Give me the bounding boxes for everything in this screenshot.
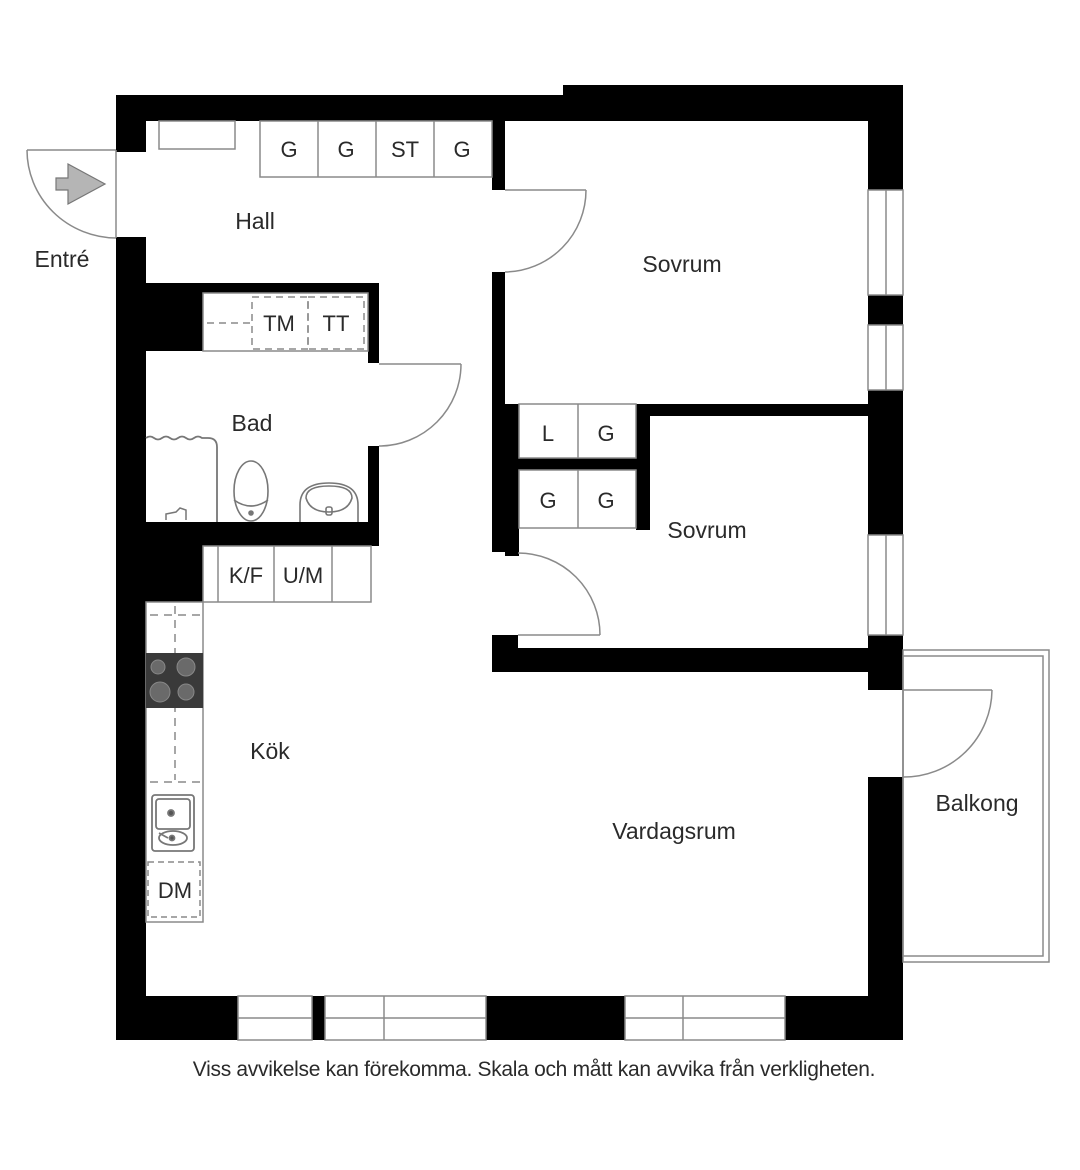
stove-icon bbox=[146, 653, 203, 708]
entry-arrow-icon bbox=[55, 162, 107, 206]
hall-closets bbox=[158, 120, 493, 178]
room-label-entry: Entré bbox=[35, 246, 90, 272]
toilet-icon bbox=[233, 460, 269, 522]
room-label-bedroom-1: Sovrum bbox=[642, 251, 721, 277]
appliance-label: TM bbox=[263, 311, 295, 336]
entry-door[interactable] bbox=[26, 149, 117, 239]
balcony bbox=[902, 649, 1050, 963]
closet-label: ST bbox=[391, 137, 419, 162]
closet-label: U/M bbox=[283, 563, 323, 588]
closet-label: L bbox=[542, 421, 554, 446]
bedroom2-closets bbox=[518, 403, 637, 529]
room-label-balcony: Balkong bbox=[935, 790, 1018, 816]
bedroom1-door[interactable] bbox=[504, 189, 587, 273]
interior-walls bbox=[146, 121, 868, 672]
closet-label: G bbox=[539, 488, 556, 513]
bathroom-door[interactable] bbox=[378, 363, 462, 447]
bedroom2-door[interactable] bbox=[517, 552, 601, 636]
appliance-label: DM bbox=[158, 878, 192, 903]
room-label-kitchen: Kök bbox=[250, 738, 290, 764]
closet-label: G bbox=[597, 488, 614, 513]
room-label-bathroom: Bad bbox=[232, 410, 273, 436]
balcony-door[interactable] bbox=[902, 689, 993, 778]
disclaimer-text: Viss avvikelse kan förekomma. Skala och … bbox=[192, 1058, 876, 1081]
room-label-bedroom-2: Sovrum bbox=[667, 517, 746, 543]
washbasin-icon bbox=[299, 482, 359, 522]
dishwasher bbox=[147, 861, 201, 918]
appliance-label: TT bbox=[323, 311, 350, 336]
hall-lower-closets bbox=[202, 545, 372, 603]
room-label-hall: Hall bbox=[235, 208, 275, 234]
closet-label: G bbox=[337, 137, 354, 162]
outer-walls bbox=[116, 85, 903, 1040]
laundry-cabinet bbox=[202, 292, 369, 352]
closet-label: G bbox=[453, 137, 470, 162]
closet-label: K/F bbox=[229, 563, 263, 588]
windows bbox=[237, 189, 904, 1041]
shower-icon bbox=[145, 435, 218, 522]
sink-icon bbox=[151, 794, 195, 852]
room-label-living-room: Vardagsrum bbox=[612, 818, 736, 844]
kitchen-counter bbox=[145, 601, 204, 923]
closet-label: G bbox=[280, 137, 297, 162]
closet-label: G bbox=[597, 421, 614, 446]
